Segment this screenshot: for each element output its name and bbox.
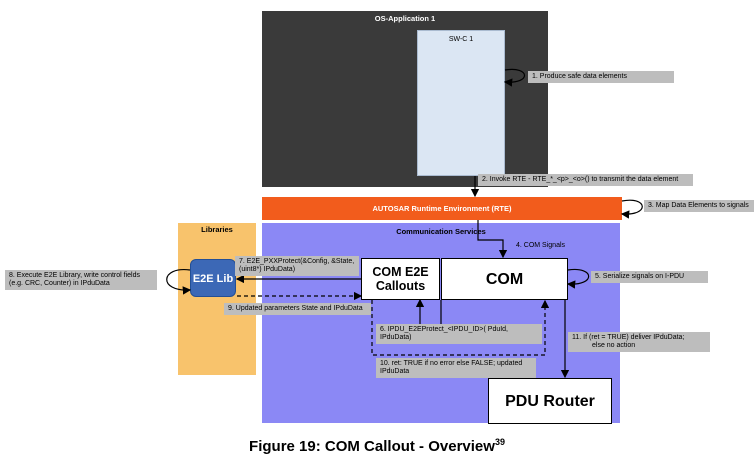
os-application-title: OS-Application 1 [374, 14, 436, 23]
note-2: 2. Invoke RTE - RTE_*_<p>_<o>() to trans… [478, 174, 693, 186]
caption-superscript: 39 [494, 437, 505, 447]
note-6: 6. IPDU_E2EProtect_<IPDU_ID>( PduId, IPd… [376, 324, 542, 344]
pdu-router-block: PDU Router [488, 378, 612, 424]
note-7: 7. E2E_PXXProtect(&Config, &State, (uint… [235, 256, 359, 276]
note-7-line2: (uint8*) IPduData) [239, 266, 296, 273]
arrow-3-loop [620, 199, 643, 219]
callouts-label-line1: COM E2E [372, 265, 429, 279]
caption-text: Figure 19: COM Callout - Overview [249, 438, 495, 455]
libraries-title: Libraries [201, 225, 233, 234]
libraries-container: Libraries [178, 223, 256, 375]
note-3: 3. Map Data Elements to signals [644, 200, 754, 212]
com-e2e-callouts-block: COM E2E Callouts [361, 258, 440, 300]
note-4: 4. COM Signals [516, 242, 566, 249]
note-11-line2: else no action [592, 342, 636, 349]
note-9: 9. Updated parameters State and IPduData [224, 303, 371, 315]
e2e-lib-block: E2E Lib [190, 259, 236, 297]
arrow-10 [371, 299, 550, 356]
rte-bar: AUTOSAR Runtime Environment (RTE) [262, 197, 622, 220]
note-10: 10. ret: TRUE if no error else FALSE; up… [376, 358, 536, 378]
arrow-8-loop [166, 269, 192, 295]
arrow-5-loop [566, 268, 590, 289]
note-11: 11. If (ret = TRUE) deliver IPduData; el… [568, 332, 710, 352]
arrow-1-loop [503, 68, 525, 87]
note-8: 8. Execute E2E Library, write control fi… [5, 270, 157, 290]
figure-caption: Figure 19: COM Callout - Overview39 [0, 437, 754, 455]
note-11-line1: 11. If (ret = TRUE) deliver IPduData; [572, 334, 685, 341]
com-block: COM [441, 258, 568, 300]
callouts-label-line2: Callouts [375, 279, 426, 293]
note-8-line1: 8. Execute E2E Library, write control fi… [9, 272, 140, 279]
note-1: 1. Produce safe data elements [528, 71, 674, 83]
arrow-4 [477, 220, 508, 259]
communication-services-title: Communication Services [396, 227, 486, 236]
note-5: 5. Serialize signals on I-PDU [591, 271, 708, 283]
note-7-line1: 7. E2E_PXXProtect(&Config, &State, [239, 258, 355, 265]
swc-component: SW-C 1 [417, 30, 505, 176]
note-8-line2: (e.g. CRC, Counter) in IPduData [9, 280, 110, 287]
swc-label: SW-C 1 [448, 36, 474, 43]
